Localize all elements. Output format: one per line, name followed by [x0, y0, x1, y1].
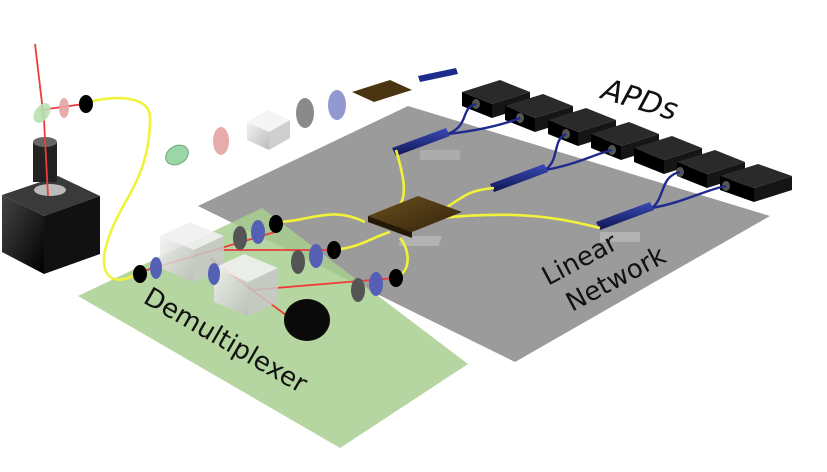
lens-icon [251, 220, 265, 244]
fiber-coupler-icon [133, 265, 147, 283]
lens-icon [150, 257, 162, 279]
fiber-coupler-icon [392, 128, 450, 156]
output-fibers [447, 102, 727, 210]
fiber-coupler-icon [389, 269, 403, 287]
lens-icon [233, 226, 247, 250]
plate-reflections [398, 150, 640, 246]
fiber-coupler-icon [79, 95, 93, 113]
fiber-coupler-icon [269, 215, 283, 233]
beam-splitter-cube-icon [247, 110, 290, 150]
lens-icon [369, 272, 383, 296]
fiber-coupler-icon [418, 68, 458, 82]
photonic-chip-icon [368, 196, 462, 238]
lens-icon [213, 127, 229, 155]
fiber-coupler-icon [327, 241, 341, 259]
beam-splitter-cube-icon [214, 254, 278, 316]
demux-optics [133, 215, 403, 341]
optics-sequence [33, 68, 458, 166]
laser-source-icon [2, 137, 100, 274]
lens-icon [291, 250, 305, 274]
lens-icon [165, 144, 189, 166]
lens-icon [309, 244, 323, 268]
lens-icon [208, 263, 220, 285]
apd-array [462, 80, 792, 202]
lens-icon [296, 98, 314, 128]
fiber-coupler-icon [596, 202, 654, 230]
lens-icon [351, 278, 365, 302]
yellow-fibers [87, 96, 601, 281]
lens-icon [33, 103, 51, 123]
apd-detector-icon [284, 299, 330, 341]
lens-icon [328, 90, 346, 120]
photonic-chip-icon [352, 80, 412, 102]
linear-network-plate [198, 106, 770, 362]
fiber-coupler-icon [490, 164, 548, 192]
lens-icon [59, 98, 69, 118]
